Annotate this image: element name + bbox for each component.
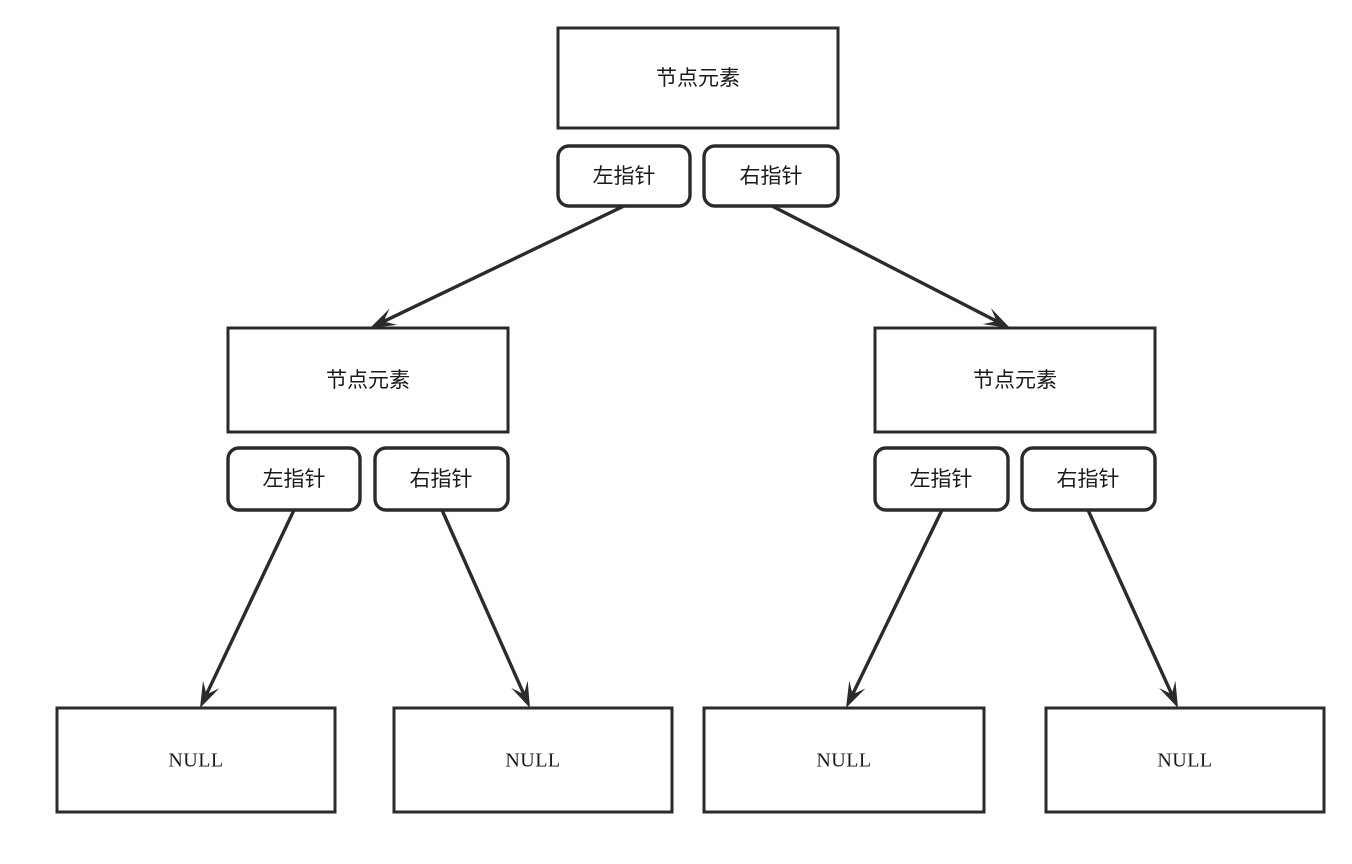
edge-rightchild-left-to-null3	[846, 509, 944, 708]
right-child-element-label: 节点元素	[973, 368, 1057, 392]
edge-root-left-to-left-child	[370, 204, 625, 328]
arrowhead-icon	[846, 680, 866, 708]
leaf-null-1[interactable]: NULL	[55, 706, 337, 814]
arrowhead-icon	[370, 308, 398, 328]
edge-line	[382, 204, 625, 324]
edge-line	[1086, 509, 1174, 696]
null-box[interactable]	[392, 706, 674, 814]
left-child-left-pointer-label: 左指针	[263, 467, 326, 491]
null-box[interactable]	[55, 706, 337, 814]
leaf-null-2[interactable]: NULL	[392, 706, 674, 814]
right-child-element-box[interactable]	[873, 326, 1157, 434]
arrowhead-icon	[1159, 680, 1178, 708]
edge-root-right-to-right-child	[771, 204, 1010, 328]
edge-line	[204, 509, 296, 696]
root-right-pointer-box[interactable]	[702, 144, 840, 208]
null-label: NULL	[505, 750, 560, 772]
arrowhead-icon	[982, 308, 1010, 328]
null-label: NULL	[816, 750, 871, 772]
node-left-child[interactable]: 节点元素 左指针 右指针	[226, 326, 510, 512]
root-element-label: 节点元素	[656, 66, 740, 90]
edge-group	[200, 204, 1178, 708]
right-child-right-pointer-box[interactable]	[1020, 446, 1157, 512]
null-label: NULL	[168, 750, 223, 772]
root-left-pointer-box[interactable]	[556, 144, 692, 208]
edge-line	[440, 509, 526, 696]
right-child-right-pointer-label: 右指针	[1057, 467, 1120, 491]
root-right-pointer-label: 右指针	[740, 164, 803, 188]
null-label: NULL	[1157, 750, 1212, 772]
right-child-left-pointer-label: 左指针	[910, 467, 973, 491]
root-left-pointer-label: 左指针	[593, 164, 656, 188]
right-child-left-pointer-box[interactable]	[873, 446, 1010, 512]
left-child-left-pointer-box[interactable]	[226, 446, 362, 512]
edge-line	[771, 204, 999, 323]
null-box[interactable]	[1044, 706, 1326, 814]
left-child-element-box[interactable]	[226, 326, 510, 434]
edge-leftchild-right-to-null2	[440, 509, 530, 708]
root-element-box[interactable]	[556, 26, 840, 130]
node-root[interactable]: 节点元素 左指针 右指针	[556, 26, 840, 208]
edge-rightchild-right-to-null4	[1086, 509, 1178, 708]
leaf-null-3[interactable]: NULL	[702, 706, 986, 814]
left-child-right-pointer-box[interactable]	[373, 446, 510, 512]
node-right-child[interactable]: 节点元素 左指针 右指针	[873, 326, 1157, 512]
arrowhead-icon	[200, 680, 220, 708]
edge-line	[850, 509, 944, 696]
left-child-element-label: 节点元素	[326, 368, 410, 392]
left-child-right-pointer-label: 右指针	[410, 467, 473, 491]
leaf-null-4[interactable]: NULL	[1044, 706, 1326, 814]
arrowhead-icon	[511, 680, 530, 708]
null-box[interactable]	[702, 706, 986, 814]
edge-leftchild-left-to-null1	[200, 509, 296, 708]
